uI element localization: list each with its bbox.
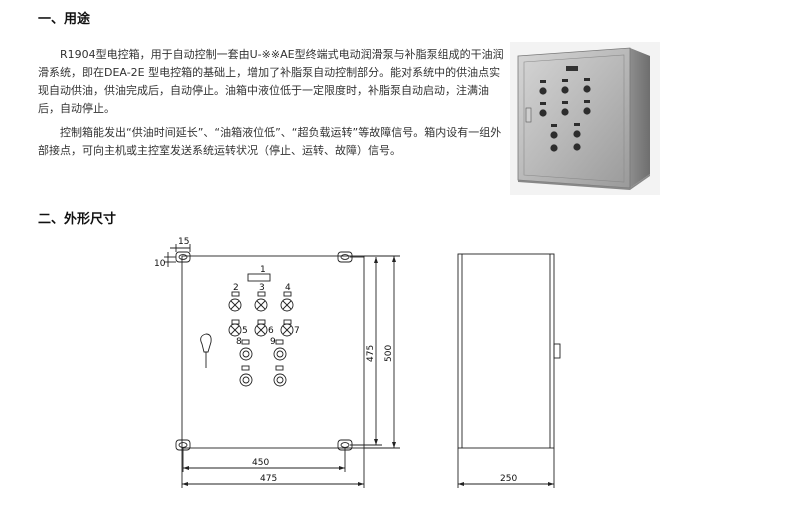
callout-5: 5 <box>242 326 248 336</box>
callout-6: 6 <box>268 326 274 336</box>
dim-label-10: 10 <box>154 259 166 269</box>
control-box-photo <box>510 42 660 195</box>
dim-label-475-height: 475 <box>366 345 376 362</box>
callout-7: 7 <box>294 326 300 336</box>
front-view-outline <box>181 255 365 449</box>
usage-paragraph-1: R1904型电控箱，用于自动控制一套由U-※※AE型终端式电动润滑泵与补脂泵组成… <box>38 48 504 115</box>
callout-2: 2 <box>233 283 239 293</box>
callout-8: 8 <box>236 337 242 347</box>
callout-4: 4 <box>285 283 291 293</box>
section-heading-usage: 一、用途 <box>38 12 91 27</box>
dimension-drawing: 15 10 450 475 475 500 250 1 2 3 4 5 6 7 … <box>154 237 561 488</box>
dim-label-450: 450 <box>252 458 269 468</box>
dim-label-250: 250 <box>500 474 517 484</box>
section-heading-dimensions: 二、外形尺寸 <box>38 212 117 227</box>
dim-label-500: 500 <box>384 345 394 362</box>
callout-1: 1 <box>260 265 266 275</box>
dim-label-15: 15 <box>178 237 189 247</box>
dim-label-475-width: 475 <box>260 474 277 484</box>
usage-paragraph-2: 控制箱能发出“供油时间延长”、“油箱液位低”、“超负载运转”等故障信号。箱内设有… <box>38 126 502 157</box>
callout-3: 3 <box>259 283 265 293</box>
callout-9: 9 <box>270 337 276 347</box>
side-view-outline <box>457 253 555 449</box>
